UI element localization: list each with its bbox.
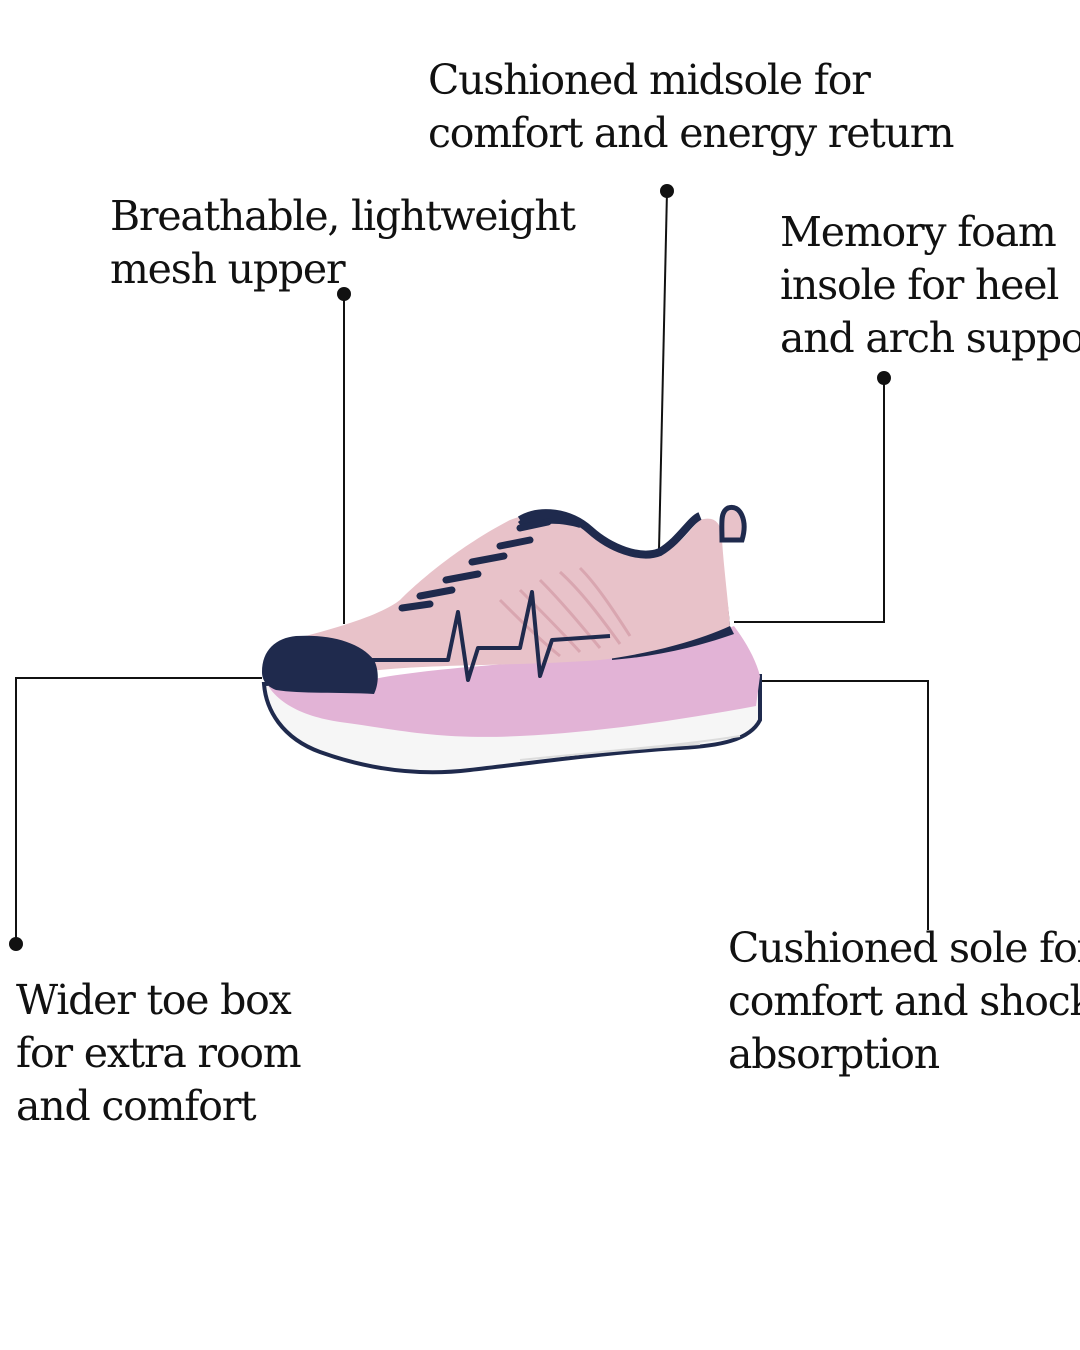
dot-icon — [877, 371, 891, 385]
insole-leader — [734, 371, 891, 623]
callout-midsole-line-2: comfort and energy return — [428, 109, 955, 157]
mesh-leader — [337, 287, 351, 624]
dot-icon — [660, 184, 674, 198]
callout-sole-line-3: absorption — [728, 1030, 940, 1078]
callout-mesh-line-1: Breathable, lightweight — [110, 192, 576, 240]
callout-insole-line-3: and arch support — [780, 314, 1080, 362]
dot-icon — [337, 287, 351, 301]
callout-sole-line-2: comfort and shock — [728, 977, 1080, 1025]
callout-mesh-upper: Breathable, lightweight mesh upper — [110, 190, 576, 296]
callout-sole: Cushioned sole for comfort and shock abs… — [728, 922, 1080, 1081]
callout-toe-line-3: and comfort — [16, 1082, 257, 1130]
callout-sole-line-1: Cushioned sole for — [728, 924, 1080, 972]
callout-toe-line-1: Wider toe box — [16, 976, 292, 1024]
callout-insole-line-1: Memory foam — [780, 208, 1057, 256]
shoe-icon — [261, 504, 762, 775]
callout-toe-line-2: for extra room — [16, 1029, 302, 1077]
callout-midsole-line-1: Cushioned midsole for — [428, 56, 871, 104]
callout-mesh-line-2: mesh upper — [110, 245, 346, 293]
callout-midsole: Cushioned midsole for comfort and energy… — [428, 54, 955, 160]
callout-toe-box: Wider toe box for extra room and comfort — [16, 974, 302, 1133]
toe-leader — [9, 677, 262, 951]
callout-insole: Memory foam insole for heel and arch sup… — [780, 206, 1080, 365]
callout-insole-line-2: insole for heel — [780, 261, 1059, 309]
sole-leader — [762, 680, 929, 930]
midsole-leader — [658, 184, 674, 551]
dot-icon — [9, 937, 23, 951]
